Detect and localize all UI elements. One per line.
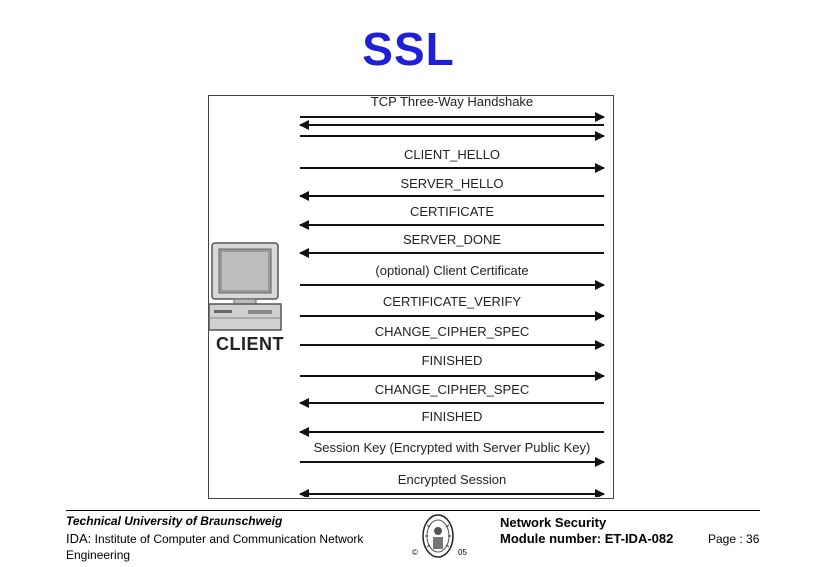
message-label: FINISHED (422, 409, 483, 424)
message-label: Encrypted Session (398, 472, 506, 487)
footer-course: Network Security Module number: ET-IDA-0… (500, 515, 690, 547)
footer-copyright: © (412, 548, 418, 557)
message-label: SERVER_HELLO (400, 176, 503, 191)
desktop-computer-icon (208, 242, 282, 331)
footer-institute: IDA: Institute of Computer and Communica… (66, 531, 406, 563)
footer-page-number: Page : 36 (708, 532, 760, 546)
footer-module-number: Module number: ET-IDA-082 (500, 531, 674, 546)
message-label: CLIENT_HELLO (404, 147, 500, 162)
footer-year: 05 (458, 548, 467, 557)
footer-university: Technical University of Braunschweig (66, 514, 283, 528)
footer-institute-name: Institute of Computer and Communication … (66, 532, 364, 562)
university-seal-icon (422, 514, 454, 558)
message-label: (optional) Client Certificate (375, 263, 528, 278)
message-label: CERTIFICATE (410, 204, 494, 219)
message-label: SERVER_DONE (403, 232, 501, 247)
footer-rule (66, 510, 760, 511)
message-label: FINISHED (422, 353, 483, 368)
slide-title: SSL (362, 23, 455, 75)
message-label: CHANGE_CIPHER_SPEC (375, 324, 530, 339)
footer-ida: IDA: (66, 531, 92, 546)
message-label: Session Key (Encrypted with Server Publi… (314, 440, 591, 455)
message-label: CHANGE_CIPHER_SPEC (375, 382, 530, 397)
client-label: CLIENT (216, 334, 284, 354)
footer-course-title: Network Security (500, 515, 607, 530)
message-label: CERTIFICATE_VERIFY (383, 294, 522, 309)
message-label: TCP Three-Way Handshake (371, 95, 533, 109)
